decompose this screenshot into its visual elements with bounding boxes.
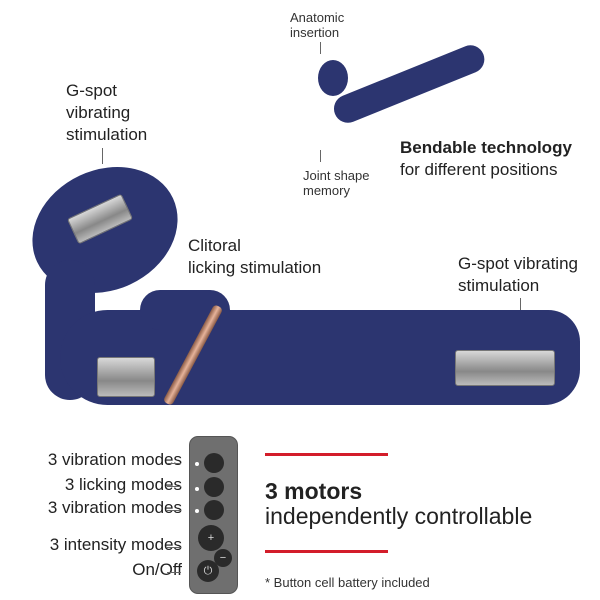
label-line: Anatomic: [290, 10, 345, 25]
mode-label: 3 vibration modes: [47, 498, 182, 517]
mode-button-3[interactable]: [204, 500, 224, 520]
motor-center: [97, 357, 155, 397]
red-divider-bottom: [265, 550, 388, 553]
dash: [167, 572, 181, 573]
label-line: G-spot: [66, 81, 118, 100]
bendable-headline: Bendable technology: [400, 138, 572, 157]
label-line: stimulation: [458, 276, 540, 295]
anatomic-insertion-label: Anatomic insertion: [290, 10, 344, 40]
red-divider-top: [265, 453, 388, 456]
power-button[interactable]: ⏻: [197, 560, 219, 582]
led: [195, 462, 199, 466]
remote-control: + − ⏻: [189, 436, 238, 594]
mode-button-2[interactable]: [204, 477, 224, 497]
mode-label: 3 vibration modes: [47, 450, 182, 469]
battery-footnote: * Button cell battery included: [265, 575, 430, 590]
dash: [167, 463, 181, 464]
dash: [167, 486, 181, 487]
label-line: stimulation: [66, 125, 148, 144]
label-line: insertion: [290, 25, 340, 40]
bendable-subline: for different positions: [400, 160, 558, 179]
dash: [167, 510, 181, 511]
product-top-shaft: [329, 41, 489, 127]
motor-right: [455, 350, 555, 386]
product-top-bulb: [318, 60, 348, 96]
minus-button[interactable]: −: [214, 549, 232, 567]
label-line: Clitoral: [188, 236, 241, 255]
joint-shape-label: Joint shape memory: [303, 168, 370, 198]
tick: [320, 150, 321, 162]
tick: [520, 298, 521, 312]
mode-button-1[interactable]: [204, 453, 224, 473]
label-line: licking stimulation: [188, 258, 322, 277]
clitoral-label: Clitoral licking stimulation: [188, 235, 321, 279]
led: [195, 509, 199, 513]
mode-label: On/Off: [132, 560, 182, 579]
plus-button[interactable]: +: [198, 525, 224, 551]
mode-label: 3 intensity modes: [49, 535, 182, 554]
tick: [320, 42, 321, 54]
mode-label: 3 licking modes: [64, 475, 182, 494]
gspot-right-label: G-spot vibrating stimulation: [458, 253, 578, 297]
label-line: G-spot vibrating: [458, 254, 578, 273]
tick: [102, 148, 103, 164]
led: [195, 487, 199, 491]
gspot-left-label: G-spot vibrating stimulation: [66, 80, 147, 146]
motors-subline: independently controllable: [265, 503, 533, 529]
label-line: memory: [303, 183, 350, 198]
motors-headline: 3 motors: [265, 478, 363, 504]
label-line: vibrating: [66, 103, 131, 122]
dash: [167, 547, 181, 548]
label-line: Joint shape: [303, 168, 370, 183]
